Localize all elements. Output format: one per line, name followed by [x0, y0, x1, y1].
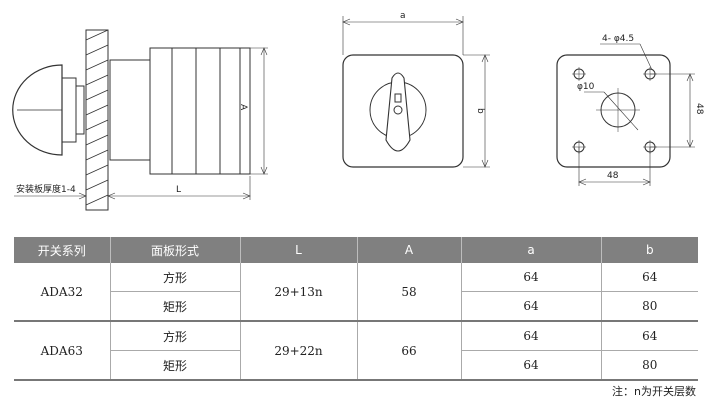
- dimension-drawing: 安装板厚度1-4 L A a b: [12, 11, 704, 211]
- front-panel: [342, 54, 464, 168]
- b-cell: 80: [600, 291, 698, 322]
- cutout-view: [556, 43, 695, 186]
- switch-body: [109, 59, 151, 161]
- series-cell: ADA32: [14, 263, 110, 322]
- mount-vertical-label: 48: [694, 103, 704, 115]
- side-view: [12, 29, 268, 211]
- spec-table: 开关系列 面板形式 L A a b ADA32 方形 29+13n 58 64 …: [14, 237, 698, 381]
- dim-a-label: a: [400, 11, 406, 21]
- series-cell: ADA63: [14, 321, 110, 381]
- mounting-panel: [85, 29, 109, 211]
- dim-A-label: A: [238, 104, 248, 111]
- a-cell: 64: [460, 321, 601, 351]
- A-cell: 58: [356, 263, 461, 322]
- front-view: [342, 16, 490, 168]
- table-row: 矩形 64 80: [14, 291, 698, 322]
- knob-stem: [61, 77, 77, 143]
- mount-horizontal-label: 48: [607, 171, 619, 181]
- hole-spec-label: 4- φ4.5: [602, 34, 634, 44]
- b-cell: 64: [600, 263, 698, 292]
- panel-cell: 方形: [109, 321, 240, 351]
- header-L: L: [239, 237, 357, 263]
- header-a: a: [460, 237, 601, 263]
- panel-cell: 方形: [109, 263, 240, 292]
- a-cell: 64: [460, 291, 601, 322]
- b-cell: 64: [600, 321, 698, 351]
- center-hole-label: φ10: [577, 82, 595, 92]
- header-b: b: [600, 237, 698, 263]
- table-row: ADA32 方形 29+13n 58 64 64: [14, 263, 698, 322]
- panel-thickness-label: 安装板厚度1-4: [16, 183, 76, 195]
- L-cell: 29+22n: [239, 321, 357, 381]
- footnote: 注：n为开关层数: [612, 385, 696, 398]
- panel-cell: 矩形: [109, 291, 240, 322]
- mounting-holes: [572, 67, 657, 154]
- knob-handle: [385, 72, 411, 152]
- A-cell: 66: [356, 321, 461, 381]
- a-cell: 64: [460, 350, 601, 381]
- dim-b-label: b: [475, 108, 485, 114]
- cutout-panel: [556, 54, 671, 168]
- panel-cell: 矩形: [109, 350, 240, 381]
- table-row: 矩形 64 80: [14, 350, 698, 381]
- table-header-row: 开关系列 面板形式 L A a b: [14, 237, 698, 263]
- header-series: 开关系列: [14, 237, 110, 263]
- a-cell: 64: [460, 263, 601, 292]
- table-row: ADA63 方形 29+22n 66 64 64: [14, 321, 698, 381]
- dim-L-label: L: [176, 185, 181, 195]
- header-panel-type: 面板形式: [109, 237, 240, 263]
- b-cell: 80: [600, 350, 698, 381]
- L-cell: 29+13n: [239, 263, 357, 322]
- header-A: A: [356, 237, 461, 263]
